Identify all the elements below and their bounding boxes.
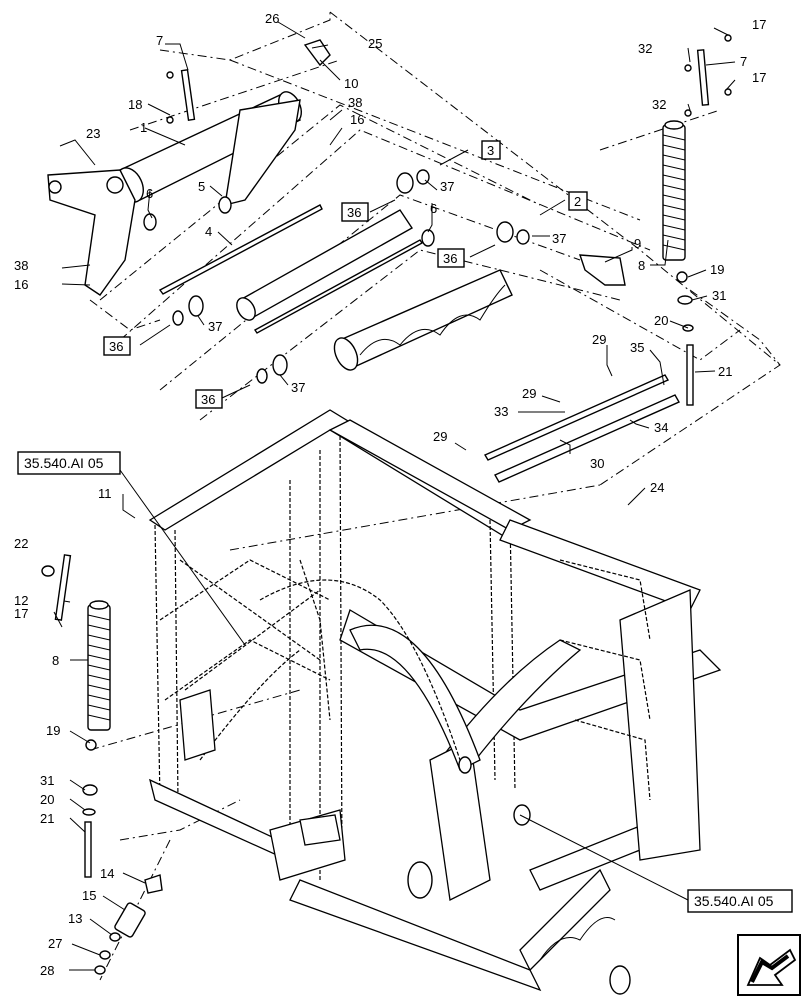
main-frame — [148, 409, 722, 995]
callout-27: 27 — [48, 936, 62, 951]
callout-15: 15 — [82, 888, 96, 903]
callout-9: 9 — [634, 236, 641, 251]
bearings — [143, 169, 530, 384]
callout-38: 38 — [14, 258, 28, 273]
callout-21: 21 — [40, 811, 54, 826]
callout-37: 37 — [552, 231, 566, 246]
roller-rods — [158, 204, 513, 371]
reference-callouts: 35.540.AI 05 35.540.AI 05 — [17, 451, 793, 913]
callout-7: 7 — [156, 33, 163, 48]
callout-26: 26 — [265, 11, 279, 26]
callout-17: 17 — [752, 70, 766, 85]
assembly-callout-36: 36 — [443, 251, 457, 266]
assembly-callout-3: 3 — [487, 143, 494, 158]
callout-13: 13 — [68, 911, 82, 926]
callout-22: 22 — [14, 536, 28, 551]
callout-6: 6 — [146, 186, 153, 201]
boxed-callouts: 3 36 2 36 36 36 — [103, 140, 588, 409]
callout-34: 34 — [654, 420, 668, 435]
callout-28: 28 — [40, 963, 54, 978]
callout-18: 18 — [128, 97, 142, 112]
callout-38: 38 — [348, 95, 362, 110]
callout-17: 17 — [752, 17, 766, 32]
callout-1: 1 — [140, 120, 147, 135]
callout-5: 5 — [198, 179, 205, 194]
callout-31: 31 — [40, 773, 54, 788]
callout-25: 25 — [368, 36, 382, 51]
callout-37: 37 — [440, 179, 454, 194]
callout-labels: 26 25 10 7 18 1 38 16 23 5 6 4 37 6 37 3… — [14, 11, 766, 978]
callout-10: 10 — [344, 76, 358, 91]
callout-21: 21 — [718, 364, 732, 379]
rod-set — [483, 374, 680, 483]
callout-37: 37 — [208, 319, 222, 334]
callout-11: 11 — [98, 486, 112, 501]
callout-16: 16 — [350, 112, 364, 127]
callout-24: 24 — [650, 480, 664, 495]
callout-8: 8 — [638, 258, 645, 273]
callout-31: 31 — [712, 288, 726, 303]
callout-32: 32 — [652, 97, 666, 112]
leader-lines — [53, 21, 736, 971]
callout-19: 19 — [710, 262, 724, 277]
callout-20: 20 — [40, 792, 54, 807]
callout-20: 20 — [654, 313, 668, 328]
callout-37: 37 — [291, 380, 305, 395]
assembly-callout-2: 2 — [574, 194, 581, 209]
assembly-callout-36: 36 — [109, 339, 123, 354]
assembly-callout-36: 36 — [201, 392, 215, 407]
callout-30: 30 — [590, 456, 604, 471]
callout-29: 29 — [433, 429, 447, 444]
hardware — [166, 34, 732, 286]
callout-14: 14 — [100, 866, 114, 881]
callout-32: 32 — [638, 41, 652, 56]
callout-33: 33 — [494, 404, 508, 419]
callout-23: 23 — [86, 126, 100, 141]
callout-19: 19 — [46, 723, 60, 738]
shaft-assembly — [47, 91, 303, 296]
callout-16: 16 — [14, 277, 28, 292]
callout-6: 6 — [430, 201, 437, 216]
callout-4: 4 — [205, 224, 212, 239]
spring-right — [662, 120, 694, 406]
reference-label-bottom: 35.540.AI 05 — [694, 893, 774, 909]
spring-left — [41, 554, 163, 975]
callout-12: 12 — [14, 593, 28, 608]
callout-17: 17 — [14, 606, 28, 621]
callout-29: 29 — [522, 386, 536, 401]
assembly-callout-36: 36 — [347, 205, 361, 220]
callout-7: 7 — [740, 54, 747, 69]
view-navigation-icon[interactable] — [737, 934, 801, 996]
callout-29: 29 — [592, 332, 606, 347]
callout-8: 8 — [52, 653, 59, 668]
callout-35: 35 — [630, 340, 644, 355]
reference-label-top: 35.540.AI 05 — [24, 455, 104, 471]
